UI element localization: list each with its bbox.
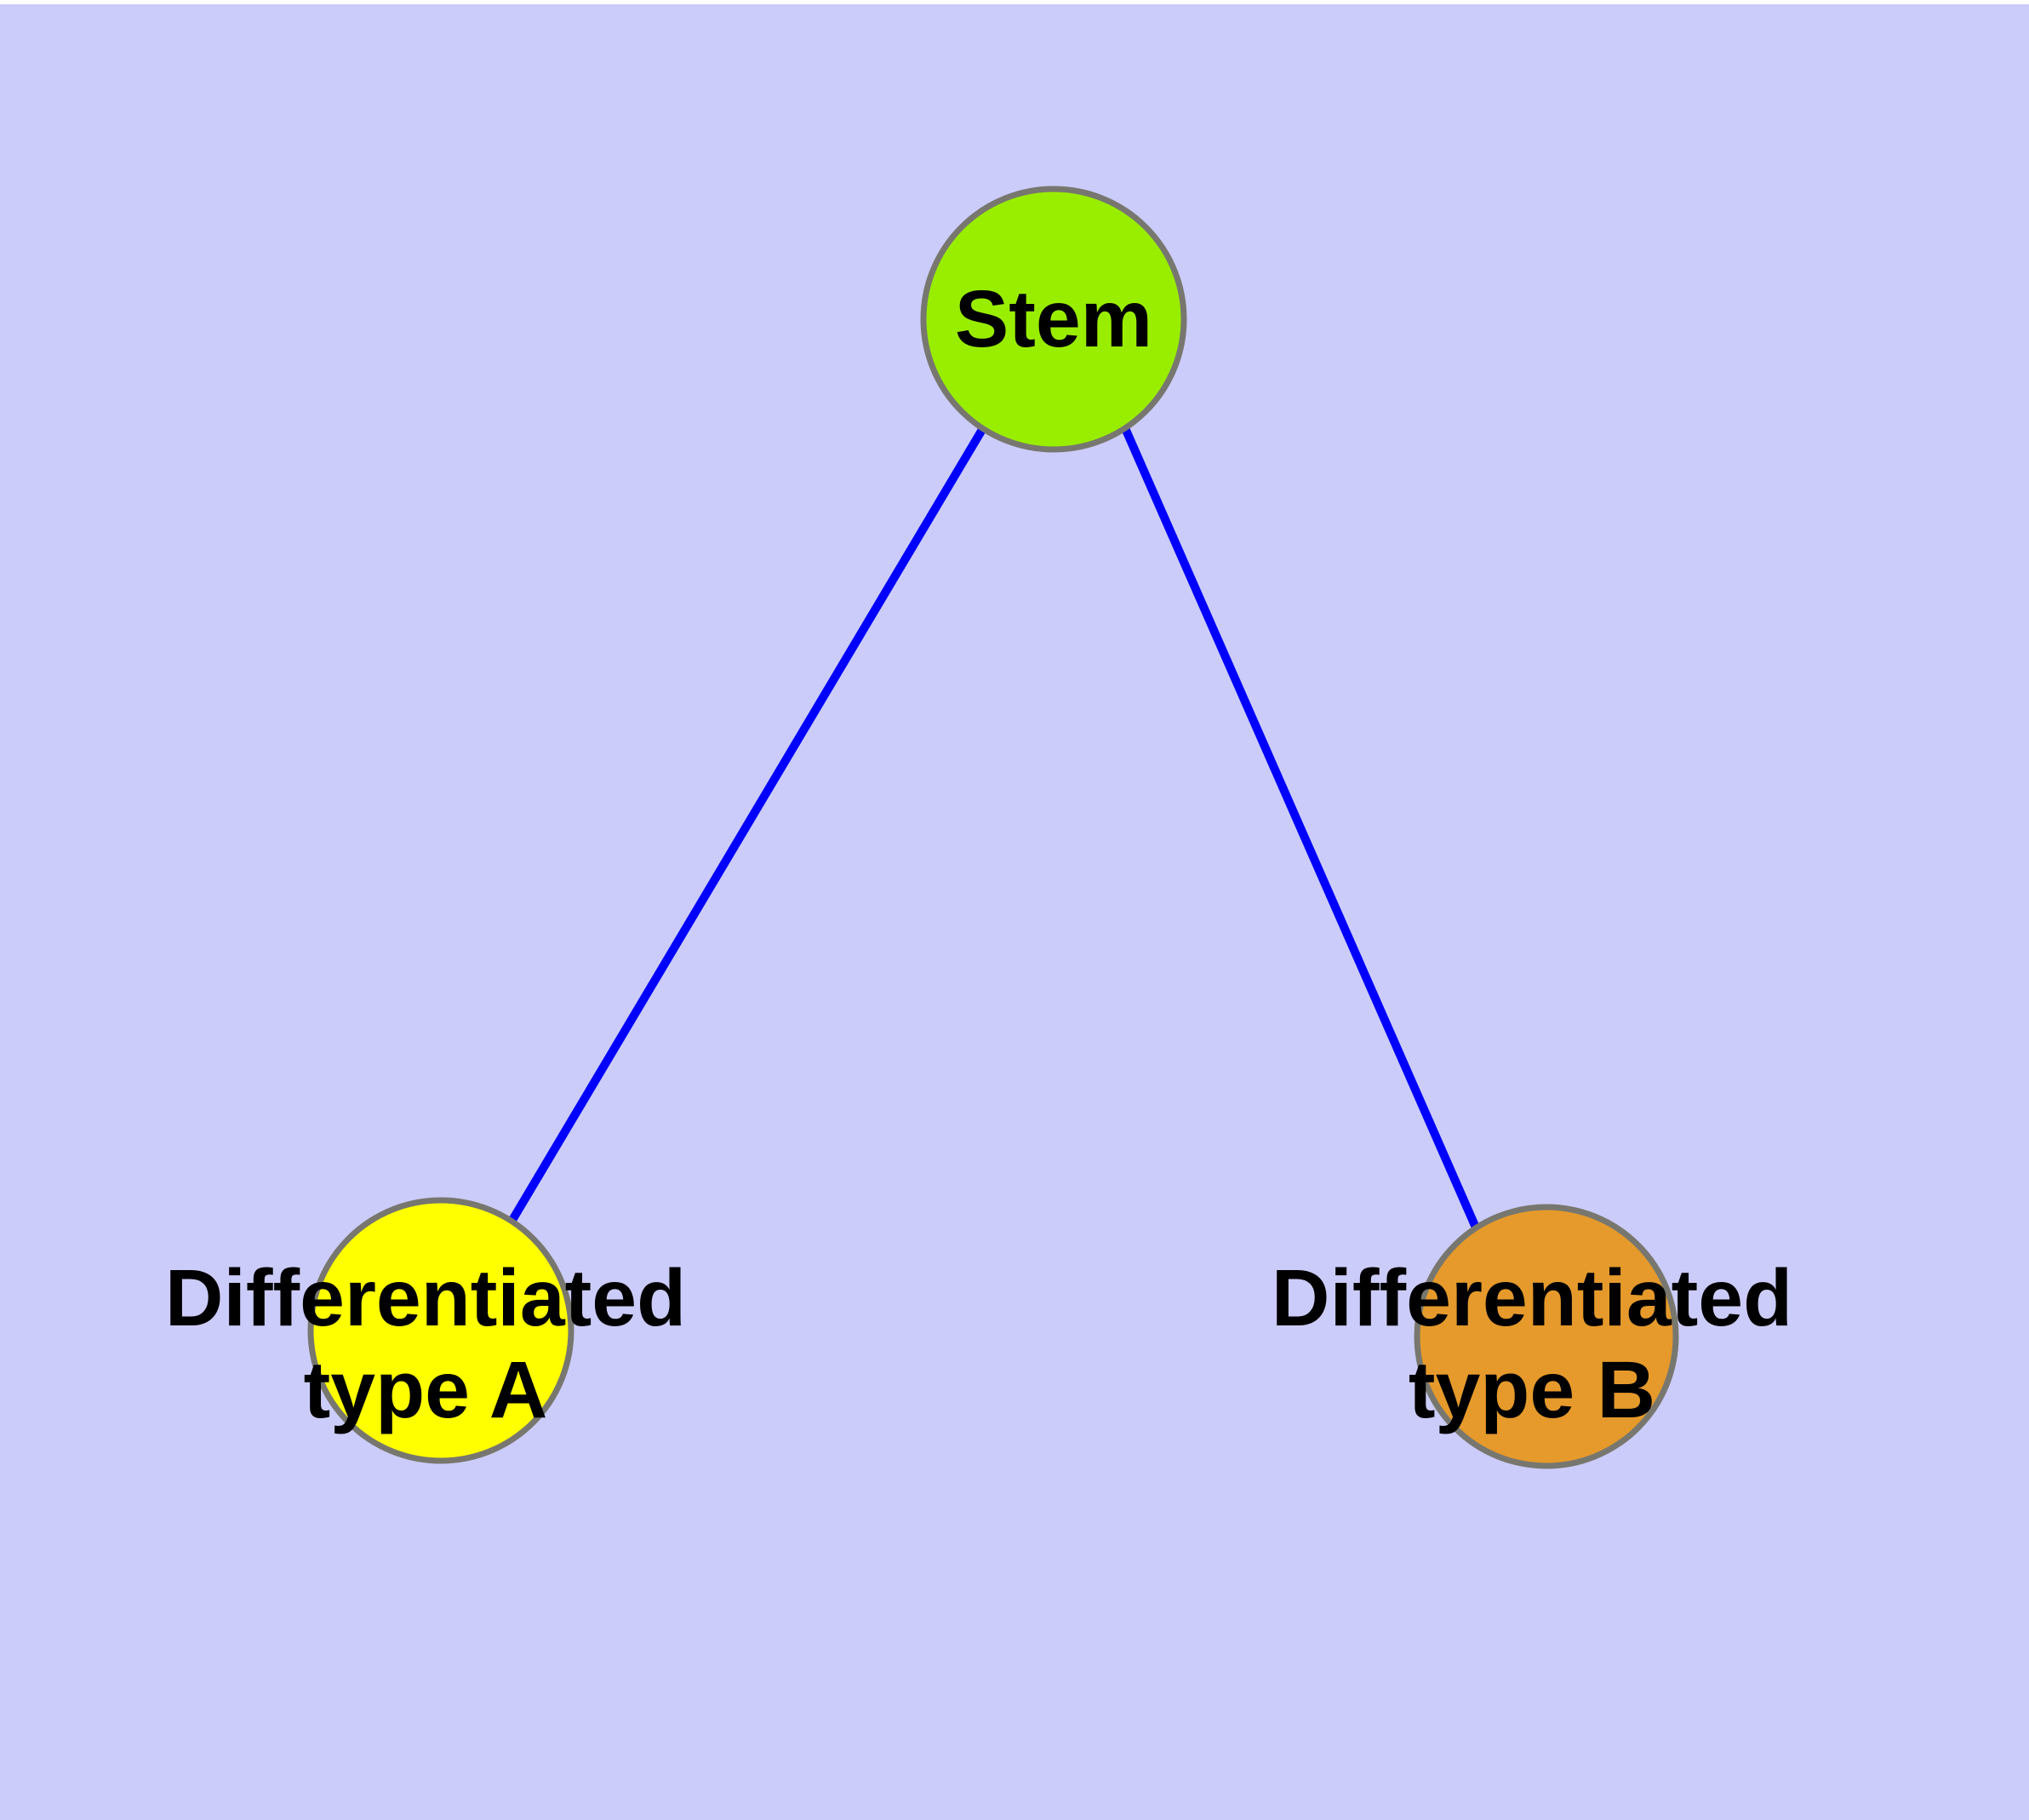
stem-node-label: Stem xyxy=(955,274,1152,364)
node-stem[interactable]: Stem xyxy=(920,186,1187,453)
diff-a-node-label-line2: type A xyxy=(304,1345,548,1435)
stem-node-circle[interactable] xyxy=(920,186,1187,453)
node-diff-b[interactable]: Differentiated type B xyxy=(1272,1204,1792,1469)
edges-group xyxy=(507,426,1480,1230)
edge-stem-to-diff-a[interactable] xyxy=(507,426,987,1224)
diff-a-node-label-line1: Differentiated xyxy=(165,1253,686,1343)
diff-b-node-label-line1: Differentiated xyxy=(1272,1253,1792,1343)
diff-a-node-circle[interactable] xyxy=(307,1197,574,1464)
diff-b-node-circle[interactable] xyxy=(1414,1204,1679,1469)
diff-b-node-label-line2: type B xyxy=(1409,1345,1655,1435)
node-diff-a[interactable]: Differentiated type A xyxy=(165,1197,686,1464)
edge-stem-to-diff-b[interactable] xyxy=(1121,426,1480,1230)
